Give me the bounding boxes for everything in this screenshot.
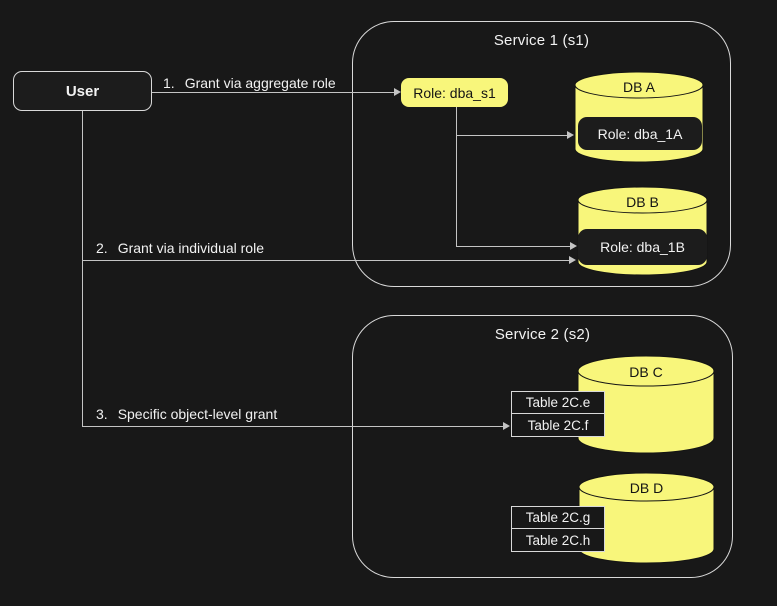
arrowhead-right-icon [570, 242, 577, 250]
arrowhead-right-icon [569, 256, 576, 264]
service-1-container: Service 1 (s1) [352, 21, 731, 287]
db-a-label: DB A [623, 79, 655, 95]
user-label: User [65, 82, 100, 100]
role-dba-1a-node: Role: dba_1A [578, 117, 702, 150]
role-dba-s1-node: Role: dba_s1 [401, 78, 508, 107]
connector-grant-1 [152, 92, 395, 93]
grant-3-number: 3. [96, 406, 108, 422]
connector-grant-2 [82, 260, 569, 261]
grant-1-label: 1. Grant via aggregate role [163, 75, 336, 91]
db-b-label: DB B [626, 194, 659, 210]
role-dba-1b-node: Role: dba_1B [578, 229, 707, 265]
database-cylinder-icon [577, 355, 715, 454]
db-d-cylinder: DB D [578, 472, 715, 564]
db-c-cylinder: DB C [577, 355, 715, 454]
connector-role-s1-to-dba1b [456, 246, 570, 247]
grant-2-number: 2. [96, 240, 108, 256]
connector-role-s1-trunk [456, 106, 457, 247]
table-2cg-node: Table 2C.g [511, 506, 605, 529]
table-2cf-node: Table 2C.f [511, 413, 605, 437]
table-2ce-node: Table 2C.e [511, 391, 605, 414]
grant-3-text: Specific object-level grant [117, 406, 278, 422]
user-node: User [13, 71, 152, 111]
db-d-label: DB D [629, 480, 664, 496]
service-2-title: Service 2 (s2) [494, 326, 591, 343]
grant-3-label: 3. Specific object-level grant [96, 406, 277, 422]
service-1-title: Service 1 (s1) [493, 32, 590, 49]
service-2-container: Service 2 (s2) [352, 315, 733, 578]
connector-role-s1-to-dba1a [456, 135, 568, 136]
grant-1-number: 1. [163, 75, 175, 91]
grant-1-text: Grant via aggregate role [184, 75, 336, 91]
arrowhead-right-icon [394, 88, 401, 96]
arrowhead-right-icon [567, 131, 574, 139]
grant-2-label: 2. Grant via individual role [96, 240, 264, 256]
grant-2-text: Grant via individual role [117, 240, 264, 256]
db-c-label: DB C [629, 364, 663, 380]
database-cylinder-icon [578, 472, 715, 564]
connector-grant-3 [82, 426, 503, 427]
table-2ch-node: Table 2C.h [511, 528, 605, 552]
arrowhead-right-icon [503, 422, 510, 430]
connector-user-trunk [82, 111, 83, 427]
